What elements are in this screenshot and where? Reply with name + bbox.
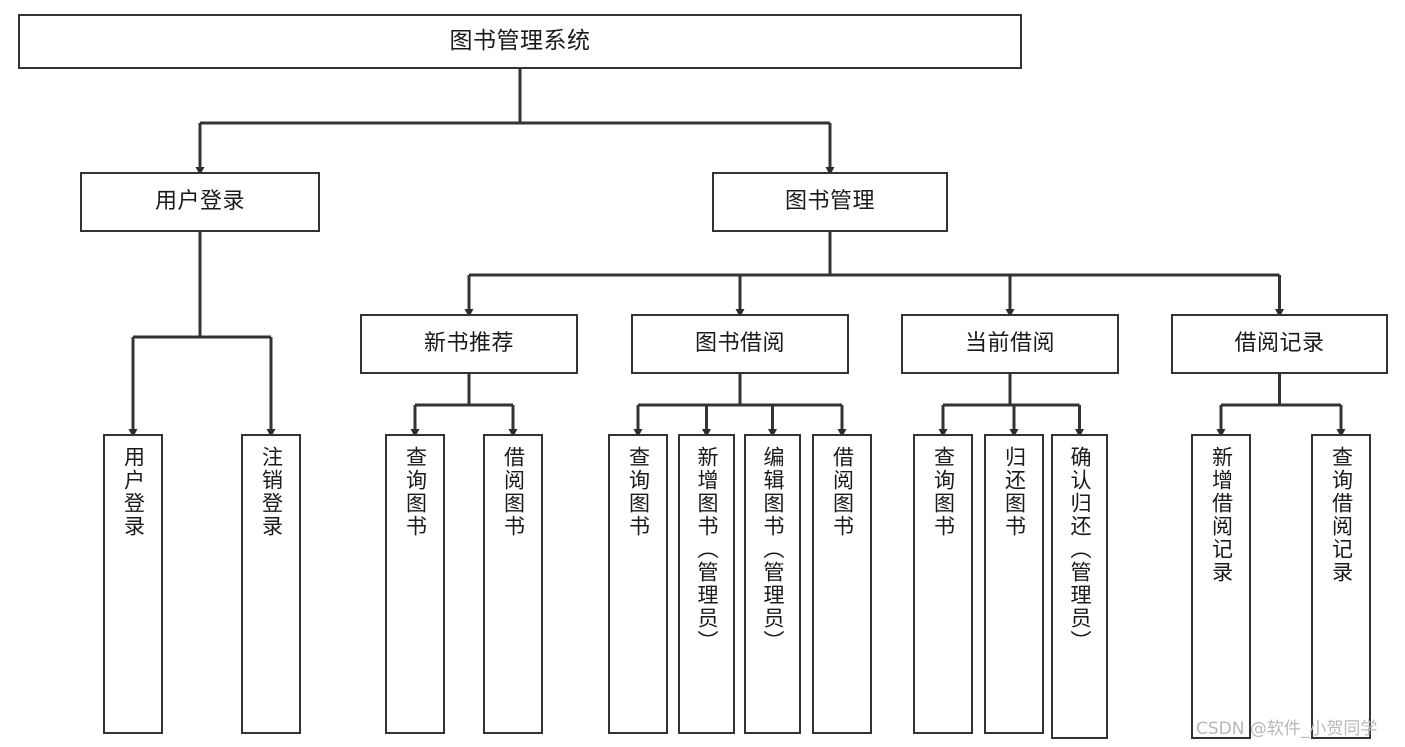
node-label: 借阅记录 (1234, 330, 1325, 356)
node-label: 注销登录 (259, 446, 284, 538)
node-leaf_11[interactable]: 新增借阅记录 (1191, 434, 1251, 739)
node-l2_2[interactable]: 当前借阅 (901, 314, 1119, 374)
node-leaf_12[interactable]: 查询借阅记录 (1311, 434, 1371, 739)
watermark-text: CSDN @软件_小贺同学 (1196, 719, 1378, 739)
node-label: 确认归还（管理员） (1068, 446, 1092, 653)
node-leaf_8[interactable]: 查询图书 (913, 434, 973, 734)
node-l2_3[interactable]: 借阅记录 (1171, 314, 1388, 374)
node-leaf_4[interactable]: 查询图书 (608, 434, 668, 734)
node-label: 当前借阅 (964, 330, 1055, 356)
node-leaf_2[interactable]: 查询图书 (385, 434, 445, 734)
node-label: 图书管理 (784, 188, 875, 214)
node-label: 编辑图书（管理员） (761, 446, 785, 653)
node-label: 图书管理系统 (449, 28, 591, 55)
node-label: 借阅图书 (830, 446, 855, 538)
node-label: 新增图书（管理员） (695, 446, 719, 653)
node-leaf_7[interactable]: 借阅图书 (812, 434, 872, 734)
node-l1_0[interactable]: 用户登录 (80, 172, 320, 232)
node-label: 新增借阅记录 (1209, 446, 1234, 584)
node-leaf_0[interactable]: 用户登录 (103, 434, 163, 734)
node-leaf_9[interactable]: 归还图书 (984, 434, 1044, 734)
node-label: 查询借阅记录 (1329, 446, 1354, 584)
node-label: 查询图书 (626, 446, 651, 538)
node-leaf_1[interactable]: 注销登录 (241, 434, 301, 734)
node-l2_1[interactable]: 图书借阅 (631, 314, 849, 374)
node-label: 查询图书 (403, 446, 428, 538)
node-label: 用户登录 (154, 188, 245, 214)
node-leaf_10[interactable]: 确认归还（管理员） (1051, 434, 1108, 739)
node-label: 图书借阅 (694, 330, 785, 356)
node-l1_1[interactable]: 图书管理 (712, 172, 948, 232)
node-label: 查询图书 (931, 446, 956, 538)
node-leaf_5[interactable]: 新增图书（管理员） (678, 434, 735, 734)
node-label: 借阅图书 (501, 446, 526, 538)
node-label: 用户登录 (121, 446, 146, 538)
node-leaf_3[interactable]: 借阅图书 (483, 434, 543, 734)
node-l2_0[interactable]: 新书推荐 (360, 314, 578, 374)
node-label: 归还图书 (1002, 446, 1027, 538)
node-leaf_6[interactable]: 编辑图书（管理员） (744, 434, 801, 734)
node-root[interactable]: 图书管理系统 (18, 14, 1022, 69)
node-label: 新书推荐 (423, 330, 514, 356)
